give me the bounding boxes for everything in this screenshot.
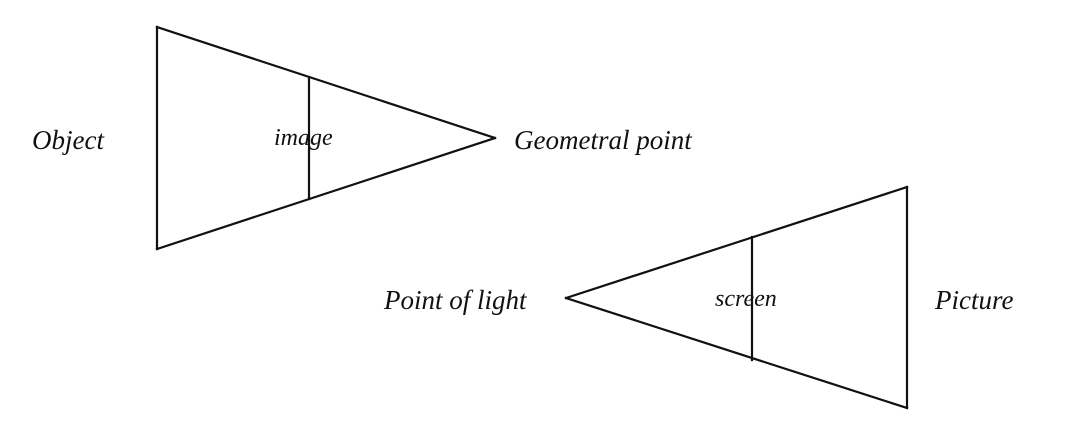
point-of-light-label: Point of light — [384, 285, 527, 315]
object-label: Object — [32, 125, 104, 155]
picture-label: Picture — [935, 285, 1014, 315]
image-label: image — [274, 125, 333, 151]
top-lower-edge-line — [155, 136, 497, 251]
top-upper-edge-line — [155, 25, 497, 140]
geometral-point-label: Geometral point — [514, 125, 692, 155]
bottom-lower-edge-line — [564, 296, 909, 410]
bottom-upper-edge-line — [564, 185, 909, 300]
screen-label: screen — [715, 286, 777, 312]
bottom-triangle — [564, 185, 909, 410]
top-triangle — [155, 25, 497, 251]
